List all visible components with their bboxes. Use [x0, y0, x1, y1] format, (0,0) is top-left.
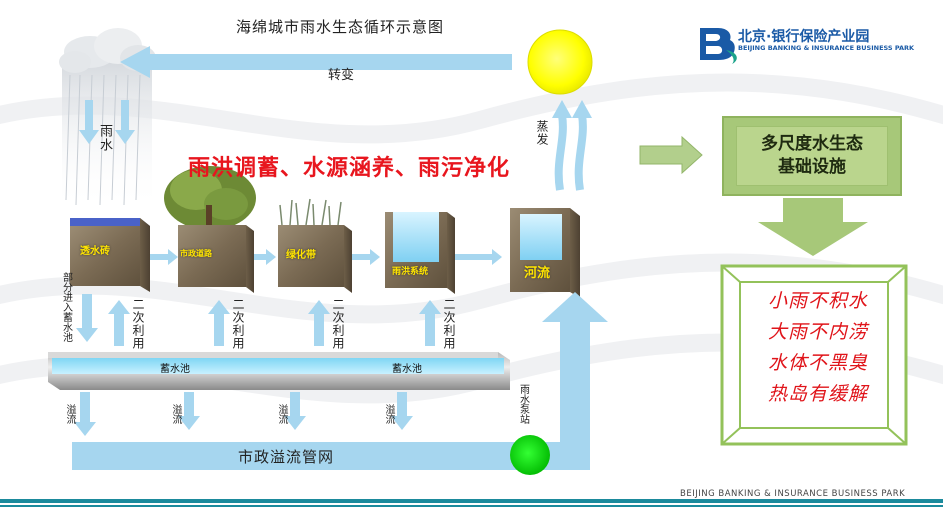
- box-label-river: 河流: [524, 266, 551, 281]
- rain-label: 雨水: [97, 124, 112, 152]
- municipal-road-box: [164, 166, 256, 293]
- footer-bar: [0, 499, 943, 503]
- reuse-label-2: 二次利用: [231, 298, 245, 350]
- permeable-brick-box: [70, 218, 150, 292]
- municipal-network-arrow: [72, 292, 608, 470]
- logo-subtitle: BEIJING BANKING & INSURANCE BUSINESS PAR…: [738, 44, 915, 52]
- to-infrastructure-arrow: [639, 135, 703, 175]
- pump-station-label: 雨水泵站: [517, 384, 529, 424]
- overflow-label-2: 溢流: [170, 404, 181, 424]
- reuse-label-4: 二次利用: [442, 298, 456, 350]
- outcome-item: 热岛有缓解: [767, 383, 868, 405]
- overflow-label-4: 溢流: [383, 404, 394, 424]
- outcome-list: 小雨不积水 大雨不内涝 水体不黑臭 热岛有缓解: [748, 286, 888, 410]
- headline: 雨洪调蓄、水源涵养、雨污净化: [188, 156, 511, 181]
- outcome-frame: [720, 264, 908, 446]
- sun-icon: [527, 29, 593, 95]
- overflow-label-1: 溢流: [64, 404, 75, 424]
- flow-arrows: [146, 249, 502, 265]
- network-label: 市政溢流管网: [238, 448, 335, 466]
- footer-text: BEIJING BANKING & INSURANCE BUSINESS PAR…: [680, 489, 906, 499]
- reuse-up-arrows: [108, 300, 441, 346]
- outcome-item: 大雨不内涝: [767, 321, 868, 343]
- transform-label: 转变: [328, 68, 355, 83]
- logo-icon: [700, 28, 737, 64]
- overflow-arrows: [74, 392, 413, 436]
- partial-to-tank-label: 部分进入蓄水池: [60, 272, 72, 342]
- diagram-title: 海绵城市雨水生态循环示意图: [236, 18, 445, 36]
- reuse-label-1: 二次利用: [131, 298, 145, 350]
- down-to-tank-arrows: [76, 294, 98, 342]
- outcome-item: 小雨不积水: [767, 290, 868, 312]
- reuse-label-3: 二次利用: [331, 298, 345, 350]
- infrastructure-line-2: 基础设施: [778, 157, 846, 177]
- tank-label-1: 蓄水池: [160, 364, 190, 375]
- green-belt-box: [278, 198, 352, 293]
- tank-label-2: 蓄水池: [392, 364, 422, 375]
- box-label-stormwater: 雨洪系统: [392, 267, 429, 277]
- box-label-municipal-road: 市政道路: [180, 249, 212, 258]
- box-label-green-belt: 绿化带: [286, 250, 316, 261]
- infrastructure-line-1: 多尺度水生态: [761, 134, 863, 155]
- infrastructure-box: 多尺度水生态 基础设施: [722, 116, 902, 196]
- logo-name: 北京·银行保险产业园: [738, 29, 870, 45]
- overflow-label-3: 溢流: [276, 404, 287, 424]
- river-box: [510, 208, 580, 298]
- storage-tank-pipe: [48, 352, 510, 390]
- stormwater-system-box: [385, 212, 455, 294]
- evaporation-arrows: [554, 114, 587, 191]
- green-down-arrow: [758, 198, 868, 256]
- rain-down-arrows: [79, 100, 135, 144]
- outcome-item: 水体不黑臭: [767, 352, 868, 374]
- evaporation-label: 蒸发: [535, 120, 549, 146]
- pump-station-icon: [510, 435, 550, 475]
- box-label-permeable-brick: 透水砖: [80, 246, 110, 257]
- transform-arrow: [120, 46, 512, 78]
